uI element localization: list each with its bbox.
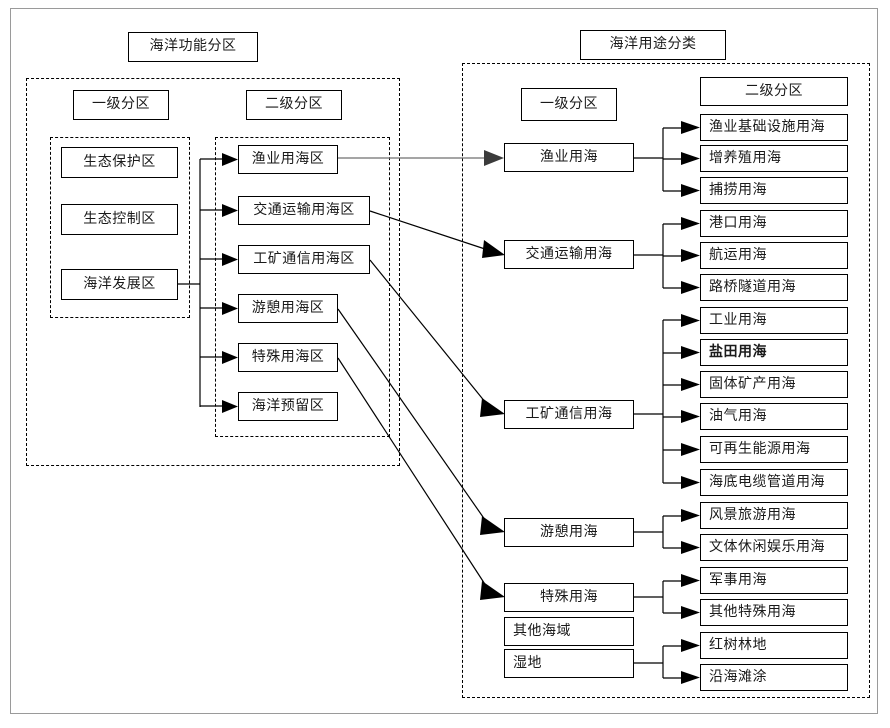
right-level2-use-military[interactable]: 军事用海: [700, 567, 848, 594]
right-level2-use-shipping[interactable]: 航运用海: [700, 242, 848, 269]
right-level1-use-special[interactable]: 特殊用海: [504, 583, 634, 612]
left-level2-zone-fishery[interactable]: 渔业用海区: [238, 145, 338, 174]
right-level2-header: 二级分区: [700, 77, 848, 106]
right-level1-use-other-sea-areas[interactable]: 其他海域: [504, 617, 634, 646]
right-panel-title: 海洋用途分类: [580, 30, 726, 60]
right-level2-use-other-special[interactable]: 其他特殊用海: [700, 599, 848, 626]
right-level2-use-scenic-tourism[interactable]: 风景旅游用海: [700, 502, 848, 529]
right-level1-use-fishery[interactable]: 渔业用海: [504, 143, 634, 172]
right-level2-use-coastal-tidal-flat[interactable]: 沿海滩涂: [700, 664, 848, 691]
right-level2-use-solid-minerals[interactable]: 固体矿产用海: [700, 371, 848, 398]
right-level1-use-industrial-mining-communication[interactable]: 工矿通信用海: [504, 400, 634, 429]
right-level1-use-recreation[interactable]: 游憩用海: [504, 518, 634, 547]
right-level2-use-road-bridge-tunnel[interactable]: 路桥隧道用海: [700, 274, 848, 301]
left-level1-zone-ecological-protection[interactable]: 生态保护区: [61, 147, 178, 178]
outer-frame: [10, 8, 878, 714]
right-level2-use-fishery-infrastructure[interactable]: 渔业基础设施用海: [700, 114, 848, 141]
right-level2-use-industrial[interactable]: 工业用海: [700, 307, 848, 334]
right-level2-use-oil-gas[interactable]: 油气用海: [700, 403, 848, 430]
right-level1-header: 一级分区: [521, 88, 617, 121]
right-level1-use-wetland[interactable]: 湿地: [504, 649, 634, 678]
right-level2-use-fishing[interactable]: 捕捞用海: [700, 177, 848, 204]
right-level2-use-culture-sports-leisure[interactable]: 文体休闲娱乐用海: [700, 534, 848, 561]
right-level2-use-aquaculture[interactable]: 增养殖用海: [700, 145, 848, 172]
right-level2-use-renewable-energy[interactable]: 可再生能源用海: [700, 436, 848, 463]
left-level1-header: 一级分区: [73, 90, 169, 120]
right-level2-use-salt-field[interactable]: 盐田用海: [700, 339, 848, 366]
left-level2-zone-transport[interactable]: 交通运输用海区: [238, 196, 370, 225]
left-level1-zone-ecological-control[interactable]: 生态控制区: [61, 204, 178, 235]
right-level1-use-transport[interactable]: 交通运输用海: [504, 240, 634, 269]
left-level2-zone-industrial-mining-communication[interactable]: 工矿通信用海区: [238, 245, 370, 274]
right-level2-use-submarine-cable-pipeline[interactable]: 海底电缆管道用海: [700, 469, 848, 496]
left-level2-zone-recreation[interactable]: 游憩用海区: [238, 294, 338, 323]
left-level1-zone-marine-development[interactable]: 海洋发展区: [61, 269, 178, 300]
left-level2-zone-special[interactable]: 特殊用海区: [238, 343, 338, 372]
left-panel-title: 海洋功能分区: [128, 32, 258, 62]
left-level2-zone-reserved[interactable]: 海洋预留区: [238, 392, 338, 421]
left-level1-group: [50, 137, 190, 318]
right-level2-use-port[interactable]: 港口用海: [700, 210, 848, 237]
right-level2-use-mangrove-land[interactable]: 红树林地: [700, 632, 848, 659]
left-level2-header: 二级分区: [246, 90, 342, 120]
